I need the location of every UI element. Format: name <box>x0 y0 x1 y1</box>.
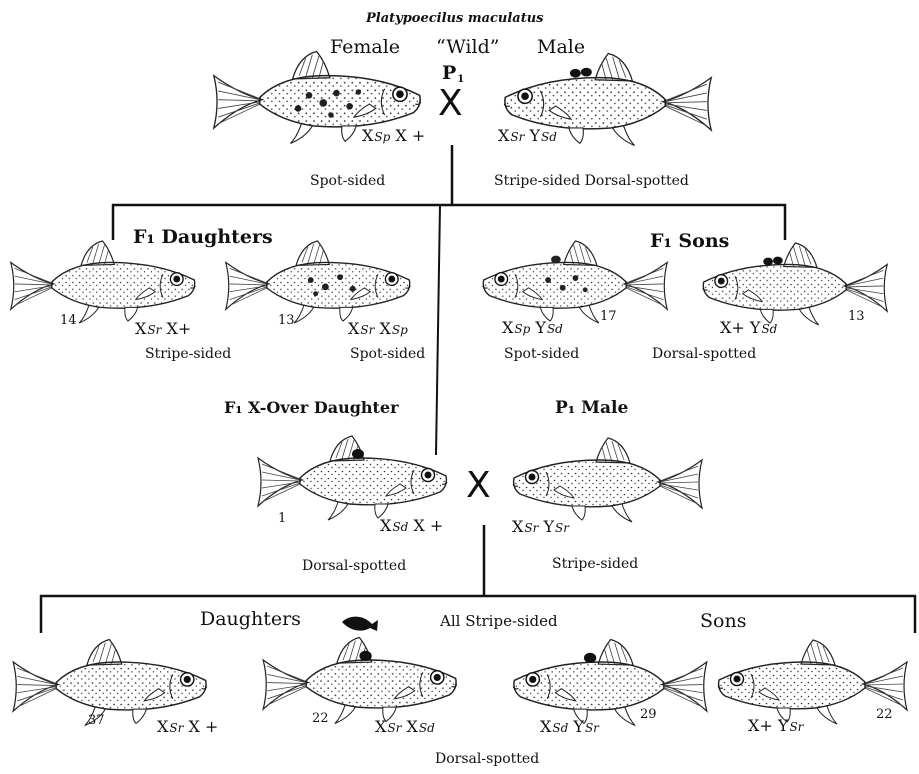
f2-count-4: 22 <box>876 707 893 722</box>
f2-fish-3 <box>500 630 715 739</box>
fish-drawing-p1-female <box>212 50 422 145</box>
f1-genotype-4: X+ YSd <box>720 318 778 337</box>
p1-male-phenotype: Stripe-sided Dorsal-spotted <box>494 173 689 189</box>
f1-sons-label: F₁ Sons <box>650 230 730 252</box>
f1-genotype-2: XSr XSp <box>348 319 408 338</box>
f1-daughters-label: F₁ Daughters <box>133 226 273 248</box>
f2-genotype-1: XSr X + <box>157 717 219 736</box>
f1-count-1: 14 <box>60 313 77 328</box>
f2-genotype-3: XSd YSr <box>540 717 599 736</box>
f2-count-2: 22 <box>312 711 329 726</box>
p1-female-genotype: XSp X + <box>362 126 426 145</box>
p1-male-label: Male <box>537 36 586 58</box>
diagram-title: Platypoecilus maculatus <box>366 11 544 26</box>
backcross-daughter-genotype: XSd X + <box>380 516 444 535</box>
f1-count-4: 13 <box>848 309 865 324</box>
f1-genotype-1: XSr X+ <box>135 319 192 338</box>
backcross-daughter-phenotype: Dorsal-spotted <box>302 558 407 574</box>
f1-fish-3 <box>470 232 675 336</box>
p1-male-fish <box>490 42 720 161</box>
backcross-male-genotype: XSr YSr <box>512 517 569 536</box>
backcross-xover-label: F₁ X-Over Daughter <box>224 398 399 417</box>
f2-bottom-label: Dorsal-spotted <box>435 751 540 767</box>
f2-daughters-label: Daughters <box>200 608 301 630</box>
f2-count-1: 37 <box>88 713 105 728</box>
backcross-male-phenotype: Stripe-sided <box>552 556 639 572</box>
f1-phenotype-4: Dorsal-spotted <box>652 346 757 362</box>
f1-fish-2 <box>218 232 423 336</box>
f1-genotype-3: XSp YSd <box>502 318 563 337</box>
f1-count-3: 17 <box>600 309 617 324</box>
backcross-p1-male-label: P₁ Male <box>555 398 629 418</box>
f1-count-2: 13 <box>278 313 295 328</box>
f2-fish-2 <box>255 628 470 737</box>
p1-generation-label: P1 <box>442 62 465 85</box>
p1-female-fish <box>205 40 435 159</box>
backcross-daughter-count: 1 <box>278 511 287 526</box>
f2-genotype-2: XSr XSd <box>375 717 435 736</box>
p1-female-phenotype: Spot-sided <box>310 173 386 189</box>
f2-genotype-4: X+ YSr <box>748 716 804 735</box>
f2-all-label: All Stripe-sided <box>440 612 558 630</box>
f1-phenotype-1: Stripe-sided <box>145 346 232 362</box>
backcross-daughter-fish <box>250 428 460 532</box>
f2-count-3: 29 <box>640 707 657 722</box>
f1-phenotype-2: Spot-sided <box>350 346 426 362</box>
p1-male-genotype: XSr YSd <box>498 126 557 145</box>
f1-fish-4 <box>690 234 895 338</box>
fish-drawing-p1-male <box>503 52 713 147</box>
f1-center-stem <box>435 204 441 456</box>
backcross-cross-symbol: X <box>466 465 491 506</box>
p1-cross-symbol: X <box>438 83 463 124</box>
f2-sons-label: Sons <box>700 610 747 632</box>
p1-female-label: Female <box>330 36 401 58</box>
f1-phenotype-3: Spot-sided <box>504 346 580 362</box>
p1-wild-label: “Wild” <box>436 36 500 58</box>
small-black-fish-mark <box>342 616 378 631</box>
